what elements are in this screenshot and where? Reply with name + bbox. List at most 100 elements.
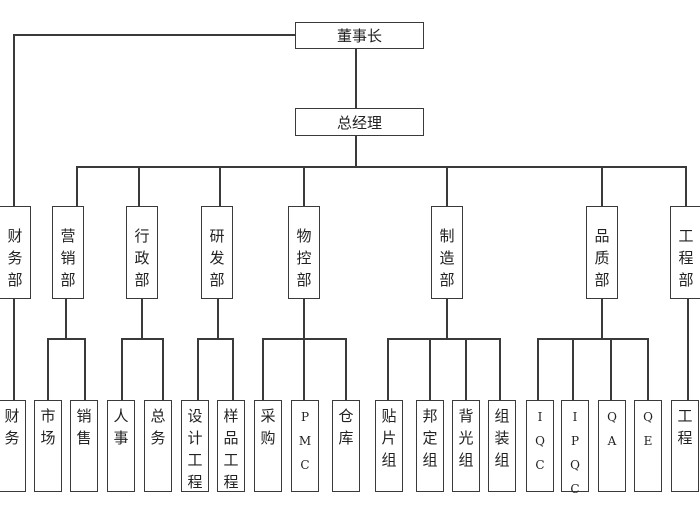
connector [355,135,357,167]
unit-purchasing: 采购 [254,400,282,492]
node-label: 市场 [40,407,56,447]
node-label: 工程部 [678,227,694,289]
dept-finance: 财务部 [0,206,31,299]
connector [647,339,649,400]
node-label: 财务部 [7,227,23,289]
node-label: 人事 [113,407,129,447]
connector [219,167,221,206]
unit-design-eng: 设计工程 [181,400,209,492]
unit-general-affairs: 总务 [144,400,172,492]
node-label: 财务 [4,407,20,447]
connector [303,167,305,206]
dept-quality: 品质部 [586,206,618,299]
connector [429,339,431,400]
dept-engineering: 工程部 [670,206,700,299]
connector [355,48,357,108]
connector [197,339,199,400]
node-label: 贴片组 [381,407,397,469]
dept-material-control: 物控部 [288,206,320,299]
connector [387,339,389,400]
connector [601,298,603,339]
dept-rnd: 研发部 [201,206,233,299]
node-label: 董事长 [336,27,382,45]
connector [13,34,15,206]
node-label: 邦定组 [422,407,438,469]
unit-market: 市场 [34,400,62,492]
unit-backlight: 背光组 [452,400,480,492]
node-label: 组装组 [494,407,510,469]
connector [121,338,164,340]
node-label: 物控部 [296,227,312,289]
connector [446,167,448,206]
node-general-manager: 总经理 [295,108,424,136]
connector [13,298,15,400]
unit-assembly: 组装组 [488,400,516,492]
node-label: 仓库 [338,407,354,447]
connector [601,167,603,206]
connector [141,298,143,339]
node-label: 总务 [150,407,166,447]
connector [76,167,78,206]
connector [232,339,234,400]
dept-admin: 行政部 [126,206,158,299]
connector [465,339,467,400]
unit-sample-eng: 样品工程 [217,400,245,492]
connector [47,339,49,400]
connector [537,339,539,400]
unit-warehouse: 仓库 [332,400,360,492]
connector [387,338,501,340]
connector [162,339,164,400]
connector [303,298,305,339]
node-label: 背光组 [458,407,474,469]
unit-engineering: 工程 [671,400,699,492]
unit-bonding: 邦定组 [416,400,444,492]
connector [262,339,264,400]
unit-smt: 贴片组 [375,400,403,492]
node-label: 研发部 [209,227,225,289]
unit-finance: 财务 [0,400,26,492]
node-label: 样品工程 [223,407,239,491]
node-label: 行政部 [134,227,150,289]
connector [610,339,612,400]
connector [217,298,219,339]
connector [47,338,86,340]
connector [65,298,67,339]
connector [197,338,234,340]
node-label: 制造部 [439,227,455,289]
connector [687,298,689,400]
connector [499,339,501,400]
node-label: 采购 [260,407,276,447]
node-label: 总经理 [336,113,382,132]
node-label: 设计工程 [187,407,203,491]
connector [121,339,123,400]
node-label: 销售 [76,407,92,447]
connector [84,339,86,400]
node-label: 营销部 [60,227,76,289]
connector [446,298,448,339]
connector [76,166,687,168]
connector [138,167,140,206]
node-chairman: 董事长 [295,22,424,49]
connector [345,339,347,400]
node-label: 品质部 [594,227,610,289]
unit-sales: 销售 [70,400,98,492]
dept-manufacturing: 制造部 [431,206,463,299]
connector [685,167,687,206]
node-label: 工程 [677,407,693,447]
connector [13,34,295,36]
unit-hr: 人事 [107,400,135,492]
connector [537,338,649,340]
connector [572,339,574,400]
connector [303,339,305,400]
dept-marketing: 营销部 [52,206,84,299]
